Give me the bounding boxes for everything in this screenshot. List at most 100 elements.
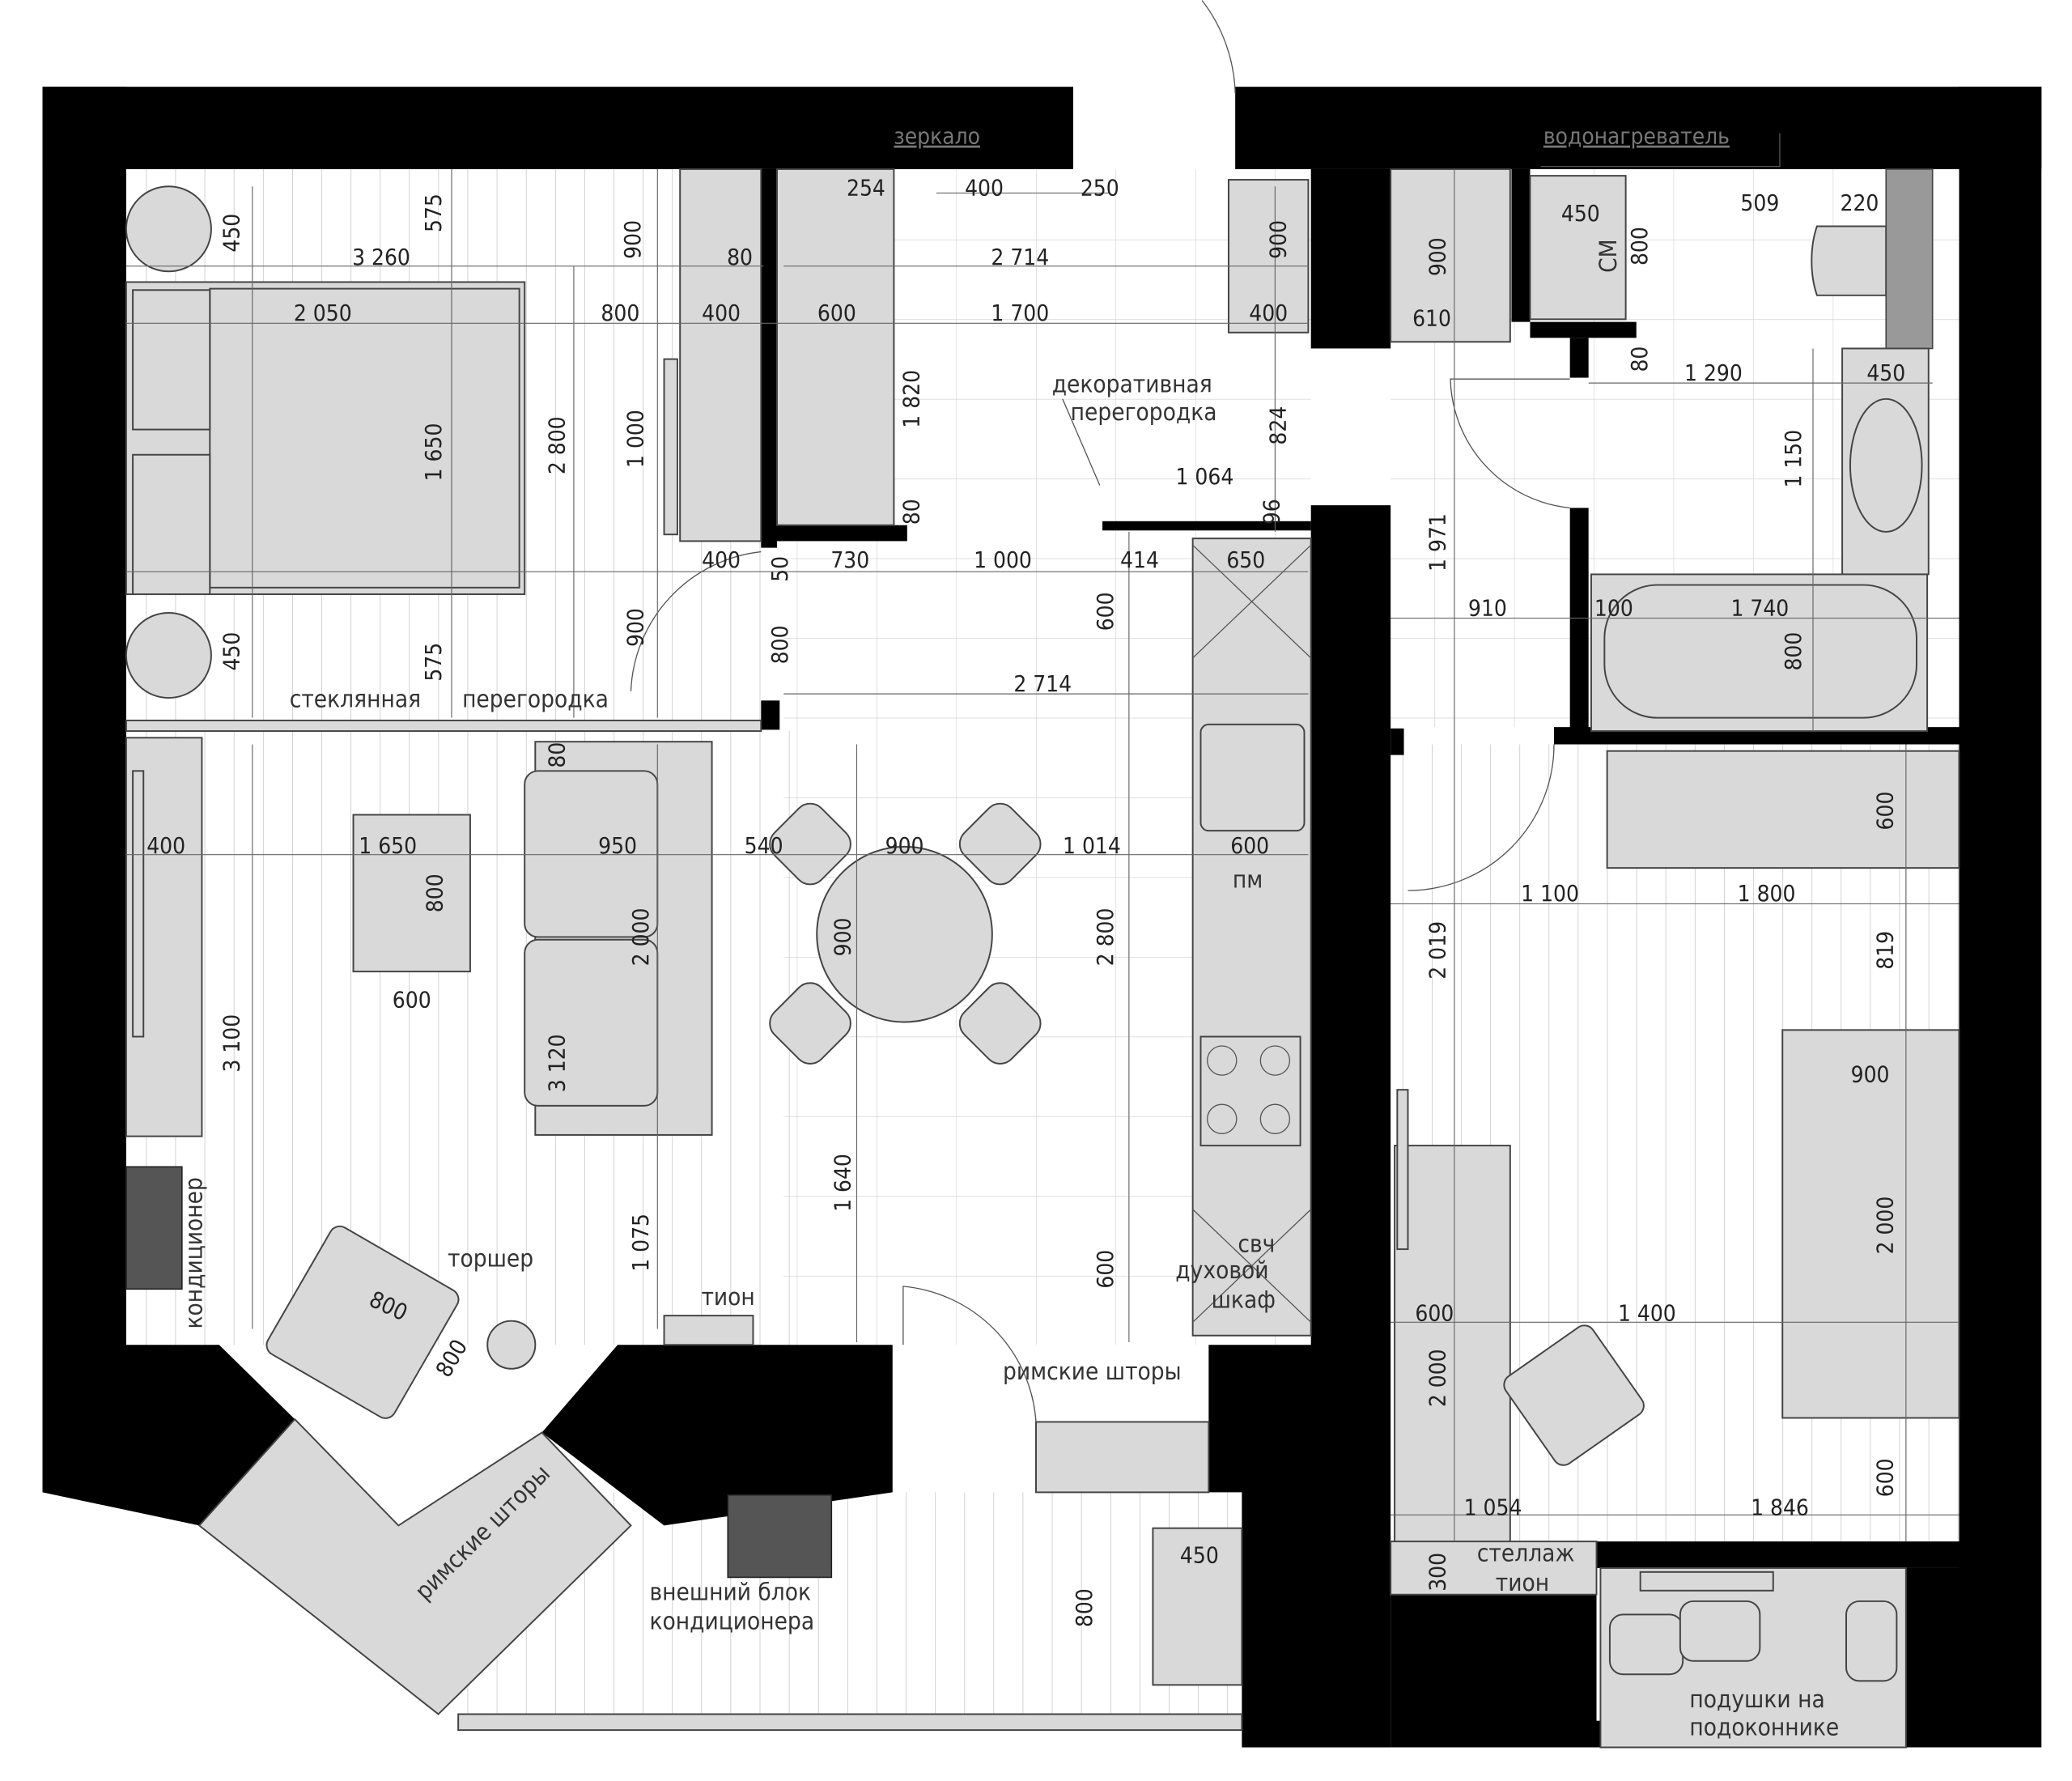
dimension-label: 1 650: [359, 832, 417, 859]
dimension-label: 600: [817, 300, 856, 326]
chair: [958, 982, 1042, 1065]
dimension-label: 2 000: [1871, 1197, 1898, 1255]
wardrobe-right: [1606, 750, 1960, 869]
tv-stand-right: [1394, 1145, 1511, 1545]
dimension-label: 2 019: [1424, 921, 1450, 980]
dimension-label: 220: [1841, 189, 1879, 216]
label-washing-machine: СМ: [1594, 239, 1622, 272]
dimension-label: 800: [1626, 227, 1653, 266]
dimension-label: 1 000: [622, 410, 648, 468]
nightstand: [125, 185, 212, 273]
dimension-label: 100: [1594, 594, 1633, 621]
dimension-label: 450: [1866, 359, 1905, 386]
dimension-label: 1 640: [829, 1154, 856, 1212]
kitchen-window-sill: [1035, 1421, 1210, 1494]
dimension-label: 2 000: [1424, 1349, 1450, 1407]
dimension-label: 600: [1230, 832, 1269, 859]
dimension-label: 400: [1249, 300, 1288, 326]
dimension-label: 1 000: [974, 546, 1032, 573]
dimension-label: 1 014: [1063, 832, 1121, 859]
washing-machine: [1529, 175, 1627, 321]
pillow: [1679, 1600, 1761, 1662]
dimension-label: 450: [218, 214, 244, 253]
dining-table: [816, 845, 993, 1023]
toilet: [1811, 225, 1887, 296]
sink-kitchen: [1199, 723, 1306, 832]
dimension-label: 900: [829, 918, 856, 957]
dimension-label: 900: [1265, 220, 1292, 259]
dimension-label: 800: [421, 873, 448, 912]
dimension-label: 575: [420, 643, 447, 682]
dimension-label: 1 800: [1738, 880, 1796, 907]
right-room-door: [1408, 744, 1555, 891]
glass-partition: [125, 719, 762, 733]
dimension-label: 1 400: [1618, 1300, 1676, 1327]
bathroom-cabinet: [1390, 168, 1511, 343]
dimension-label: 80: [543, 742, 570, 768]
dimension-label: 600: [1871, 1458, 1898, 1497]
dimension-label: 80: [1626, 346, 1653, 372]
dimension-label: 450: [218, 632, 244, 671]
dimension-label: 600: [1871, 792, 1898, 831]
dimension-label: 600: [1415, 1300, 1454, 1327]
dimension-label: 900: [619, 220, 646, 259]
dimension-label: 1 700: [991, 300, 1049, 326]
dimension-label: 50: [766, 556, 793, 582]
label-tion-2: тион: [1496, 1569, 1549, 1596]
dimension-label: 400: [965, 175, 1004, 202]
dimension-label: 2 714: [991, 244, 1049, 270]
bed-mattress: [209, 287, 520, 589]
dimension-label: 400: [146, 832, 185, 859]
shelving-tion: [1390, 1541, 1598, 1596]
armchair: [265, 1225, 460, 1419]
pillow: [132, 289, 211, 431]
dimension-label: 414: [1120, 546, 1159, 573]
dimension-label: 730: [830, 546, 869, 573]
wardrobe: [679, 168, 762, 542]
kitchen-counter: [1191, 538, 1312, 1337]
dimension-label: 800: [1071, 1588, 1098, 1627]
label-air-conditioner: кондиционер: [180, 1177, 207, 1328]
dimension-label: 1 100: [1521, 880, 1579, 907]
label-decorative-partition: декоративная: [1052, 371, 1212, 398]
dimension-label: 2 050: [294, 300, 352, 326]
walls: [42, 87, 2042, 1748]
label-floor-lamp: торшер: [448, 1244, 533, 1272]
dimension-label: 1 150: [1780, 430, 1807, 488]
dimension-label: 1 650: [420, 423, 447, 482]
dimension-label: 1 064: [1176, 463, 1234, 490]
balcony-rail: [457, 1713, 1243, 1732]
dimension-label: 575: [420, 193, 447, 232]
dimension-label: 900: [885, 832, 924, 859]
tv: [132, 770, 145, 1038]
tv: [663, 358, 678, 536]
dimension-label: 2 000: [627, 908, 654, 967]
balcony-cabinet: [1152, 1527, 1243, 1686]
air-conditioner: [125, 1166, 183, 1290]
hallway-cabinet: [1227, 179, 1310, 334]
label-shelving: стеллаж: [1477, 1540, 1575, 1567]
label-pillows-2: подоконнике: [1689, 1714, 1839, 1741]
label-oven: духовой: [1175, 1256, 1268, 1284]
dimension-label: 450: [1180, 1541, 1219, 1568]
wardrobe: [776, 168, 895, 526]
dimension-label: 300: [1424, 1553, 1450, 1592]
pillow: [1608, 1613, 1684, 1676]
chair: [769, 982, 851, 1065]
balcony-door: [902, 1286, 1037, 1422]
hob: [1199, 1035, 1301, 1147]
dimension-label: 2 800: [1092, 908, 1119, 967]
dimension-label: 610: [1412, 305, 1451, 332]
label-glass-partition-2: перегородка: [462, 686, 609, 713]
sofa-right: [1781, 1029, 1960, 1419]
radiator: [1639, 1571, 1774, 1592]
dimension-label: 800: [601, 300, 639, 326]
label-tion: тион: [701, 1283, 754, 1311]
dimension-label: 450: [1561, 200, 1600, 227]
label-microwave: свч: [1238, 1230, 1275, 1257]
bathroom-door: [1450, 378, 1570, 509]
coffee-table: [352, 814, 471, 973]
dimension-label: 2 714: [1013, 670, 1072, 697]
